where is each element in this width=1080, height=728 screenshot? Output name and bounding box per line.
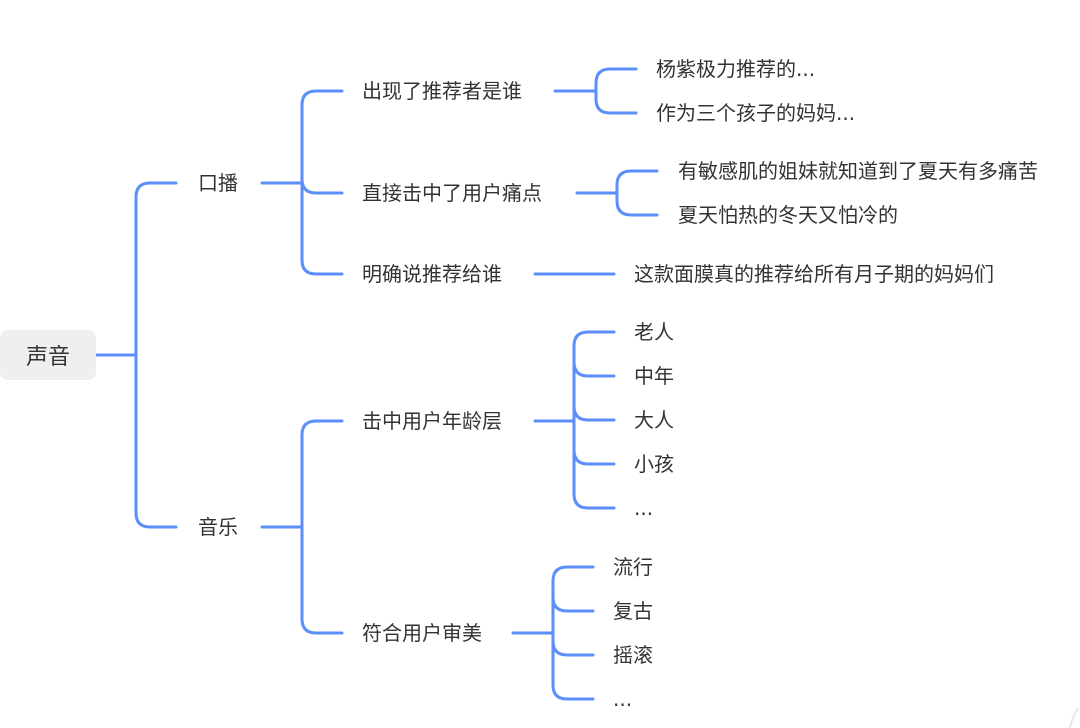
- age-connector-branch: [572, 404, 616, 422]
- branch-node-kouhbo[interactable]: 口播: [198, 171, 238, 195]
- leaf-label: 流行: [613, 555, 653, 579]
- leaf-node[interactable]: 中年: [634, 364, 674, 388]
- kouhbo-connector-branch: [300, 89, 344, 185]
- branch-node-music[interactable]: 音乐: [198, 515, 238, 539]
- leaf-node[interactable]: 复古: [613, 599, 653, 623]
- leaf-label: 老人: [634, 320, 674, 344]
- root-node-label: 声音: [25, 345, 70, 370]
- aesthetics-connector-branch: [551, 631, 595, 701]
- leaf-node[interactable]: ...: [613, 687, 632, 711]
- leaf-node[interactable]: 这款面膜真的推荐给所有月子期的妈妈们: [634, 262, 994, 286]
- leaf-label: ...: [634, 496, 654, 520]
- root-node[interactable]: 声音: [0, 330, 96, 380]
- root-connector-branch: [134, 353, 178, 529]
- leaf-label: 作为三个孩子的妈妈...: [656, 101, 856, 125]
- leaf-label: ...: [613, 687, 633, 711]
- painpoint-connector-branch: [615, 191, 659, 217]
- subbranch-label: 击中用户年龄层: [362, 409, 502, 433]
- leaf-node[interactable]: 作为三个孩子的妈妈...: [656, 101, 855, 125]
- subbranch-label: 出现了推荐者是谁: [362, 79, 522, 103]
- leaf-label: 大人: [634, 408, 674, 432]
- age-connector-branch: [572, 448, 616, 466]
- subbranch-label: 符合用户审美: [362, 621, 482, 645]
- age-connector-branch: [572, 360, 616, 378]
- subbranch-node-pain-point[interactable]: 直接击中了用户痛点: [362, 181, 542, 205]
- leaf-label: 中年: [634, 364, 674, 388]
- subbranch-node-target[interactable]: 明确说推荐给谁: [362, 262, 502, 286]
- subbranch-node-age-group[interactable]: 击中用户年龄层: [362, 409, 502, 433]
- leaf-node[interactable]: 小孩: [634, 452, 674, 476]
- resize-corner-icon: [1069, 707, 1079, 728]
- subbranch-label: 明确说推荐给谁: [362, 262, 502, 286]
- painpoint-connector-branch: [615, 169, 659, 195]
- branch-label: 口播: [198, 171, 238, 195]
- leaf-node[interactable]: 流行: [613, 555, 653, 579]
- recommender-connector-branch: [594, 89, 638, 115]
- root-connector-branch: [134, 181, 178, 357]
- aesthetics-connector-branch: [551, 565, 595, 635]
- aesthetics-connector-branch: [551, 595, 595, 613]
- leaf-node[interactable]: 老人: [634, 320, 674, 344]
- leaf-node[interactable]: 大人: [634, 408, 674, 432]
- kouhbo-connector-branch: [300, 181, 344, 276]
- leaf-label: 有敏感肌的姐妹就知道到了夏天有多痛苦: [678, 159, 1038, 183]
- leaf-node[interactable]: 夏天怕热的冬天又怕冷的: [678, 203, 898, 227]
- leaf-node[interactable]: ...: [634, 496, 653, 520]
- recommender-connector-branch: [594, 67, 638, 93]
- leaf-label: 小孩: [634, 452, 674, 476]
- music-connector-branch: [300, 419, 344, 529]
- leaf-label: 复古: [613, 599, 653, 623]
- kouhbo-connector-branch: [300, 177, 344, 195]
- subbranch-label: 直接击中了用户痛点: [362, 181, 542, 205]
- leaf-label: 夏天怕热的冬天又怕冷的: [678, 203, 898, 227]
- subbranch-node-recommender[interactable]: 出现了推荐者是谁: [362, 79, 522, 103]
- aesthetics-connector-branch: [551, 639, 595, 657]
- leaf-node[interactable]: 杨紫极力推荐的...: [656, 57, 815, 81]
- leaf-label: 杨紫极力推荐的...: [656, 57, 816, 81]
- leaf-label: 这款面膜真的推荐给所有月子期的妈妈们: [634, 262, 994, 286]
- subbranch-node-aesthetics[interactable]: 符合用户审美: [362, 621, 482, 645]
- leaf-node[interactable]: 摇滚: [613, 643, 653, 667]
- music-connector-branch: [300, 525, 344, 635]
- leaf-label: 摇滚: [613, 643, 653, 667]
- leaf-node[interactable]: 有敏感肌的姐妹就知道到了夏天有多痛苦: [678, 159, 1038, 183]
- branch-label: 音乐: [198, 515, 238, 539]
